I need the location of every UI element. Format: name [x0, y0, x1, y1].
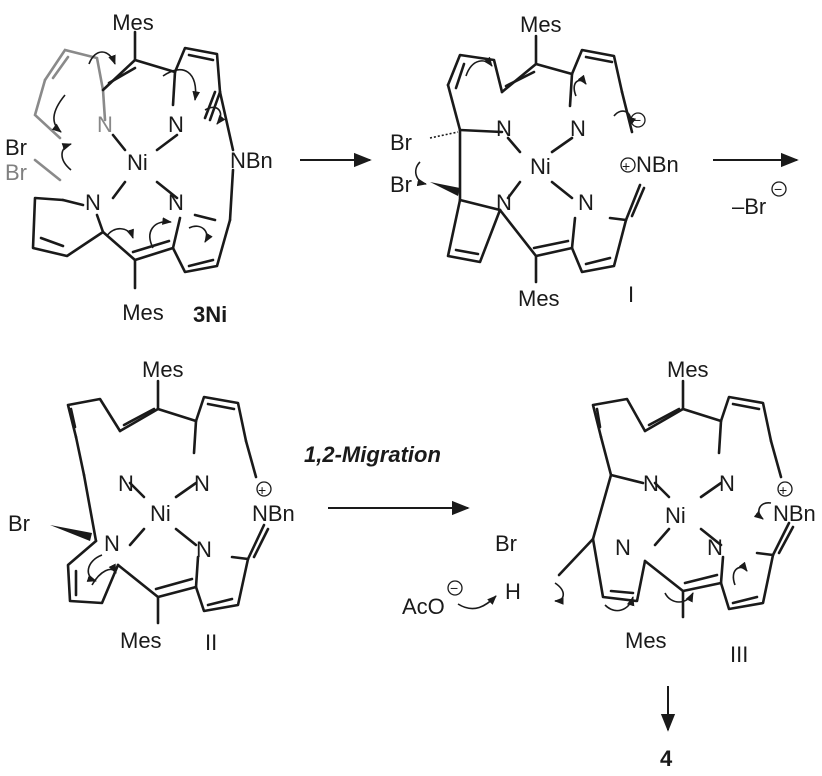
label-ii: II	[205, 630, 217, 655]
label-i: I	[628, 282, 634, 307]
curly-arrow	[457, 595, 497, 610]
n-atom: N	[196, 537, 212, 562]
metal-ni: Ni	[150, 501, 171, 526]
plus-charge: +	[620, 157, 636, 174]
minus-charge: −	[771, 181, 787, 197]
mes-top: Mes	[142, 357, 184, 382]
n-atom: N	[570, 116, 586, 141]
n-atom: N	[496, 190, 512, 215]
plus-charge: +	[256, 481, 272, 498]
intermediate-i: Mes Mes N N N N Ni NBn Br Br + −	[390, 12, 679, 311]
n-atom: N	[168, 190, 184, 215]
br-atom: Br	[5, 135, 27, 160]
metal-ni: Ni	[665, 503, 686, 528]
metal-ni: Ni	[530, 154, 551, 179]
n-atom: N	[707, 535, 723, 560]
n-atom: N	[719, 471, 735, 496]
mes-top: Mes	[520, 12, 562, 37]
compound-3ni: Mes Mes N N N N Ni NBn Br Br	[5, 10, 273, 325]
intermediate-ii: Mes Mes N N N N Ni NBn Br +	[8, 357, 295, 653]
br-atom: Br	[8, 511, 30, 536]
h-atom: H	[505, 579, 521, 604]
nbn-group: NBn	[252, 501, 295, 526]
grey-pyrrole-bond	[43, 48, 105, 92]
minus-charge: −	[630, 112, 646, 128]
mes-bottom: Mes	[518, 286, 560, 311]
n-atom: N	[168, 112, 184, 137]
mes-bottom: Mes	[625, 628, 667, 653]
n-atom: N	[615, 535, 631, 560]
n-atom: N	[97, 112, 113, 137]
nbn-group: NBn	[773, 501, 816, 526]
metal-ni: Ni	[127, 150, 148, 175]
n-atom: N	[496, 116, 512, 141]
br-grey-atom: Br	[5, 160, 27, 185]
nbn-group: NBn	[636, 152, 679, 177]
br-atom: Br	[495, 531, 517, 556]
migration-label: 1,2-Migration	[304, 442, 441, 467]
n-atom: N	[118, 471, 134, 496]
svg-text:−: −	[774, 181, 782, 197]
n-atom: N	[194, 471, 210, 496]
minus-charge: −	[447, 580, 463, 596]
label-iii: III	[730, 642, 748, 667]
nbn-group: NBn	[230, 148, 273, 173]
product-4: 4	[660, 746, 673, 771]
label-3ni: 3Ni	[193, 302, 227, 327]
br-atom: Br	[390, 172, 412, 197]
aco-reagent: AcO	[402, 594, 445, 619]
br-atom: Br	[390, 130, 412, 155]
n-atom: N	[643, 471, 659, 496]
n-atom: N	[104, 531, 120, 556]
svg-text:−: −	[633, 112, 641, 128]
mes-top: Mes	[667, 357, 709, 382]
svg-text:+: +	[779, 482, 787, 498]
mes-bottom: Mes	[120, 628, 162, 653]
mes-top: Mes	[112, 10, 154, 35]
n-atom: N	[578, 190, 594, 215]
svg-text:−: −	[450, 580, 458, 596]
n-atom: N	[85, 190, 101, 215]
svg-text:+: +	[258, 482, 266, 498]
plus-charge: +	[777, 481, 793, 498]
intermediate-iii: Mes Mes N N N N Ni NBn Br H +	[495, 357, 816, 653]
svg-text:+: +	[622, 158, 630, 174]
mes-bottom: Mes	[122, 300, 164, 325]
loss-br-label: –Br	[732, 194, 766, 219]
